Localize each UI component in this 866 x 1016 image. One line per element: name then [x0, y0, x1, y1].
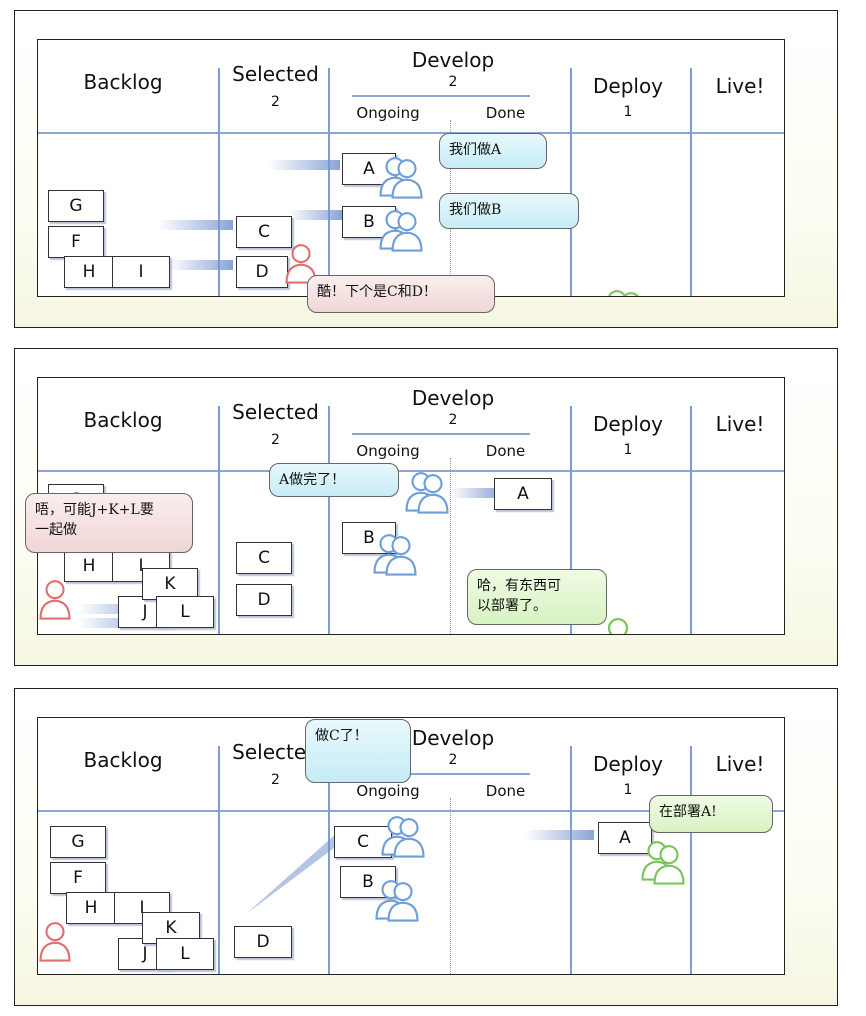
card-l[interactable]: L — [156, 938, 214, 970]
column-header-develop: Develop — [411, 386, 495, 410]
card-k[interactable]: K — [142, 568, 198, 600]
column-header-develop: Develop — [411, 48, 495, 72]
column-header-selected: Selected — [232, 62, 319, 86]
kanban-board: Backlog Selected 2 Develop 2 Ongoing Don… — [37, 717, 785, 975]
subcolumn-done: Done — [485, 104, 526, 122]
wip-limit-develop: 2 — [448, 412, 458, 428]
card-l[interactable]: L — [156, 596, 214, 628]
card-c[interactable]: C — [236, 542, 292, 574]
speech-bubble-operations: 在部署A! — [649, 795, 773, 833]
card-a[interactable]: A — [494, 478, 552, 510]
card-d[interactable]: D — [236, 584, 292, 616]
wip-limit-deploy: 1 — [623, 782, 633, 798]
card-c[interactable]: C — [236, 216, 292, 248]
card-g[interactable]: G — [50, 826, 106, 858]
wip-limit-deploy: 1 — [623, 104, 633, 120]
subcolumn-done: Done — [485, 442, 526, 460]
card-g[interactable]: G — [48, 190, 104, 222]
speech-bubble-dev-a: A做完了！ — [269, 463, 399, 497]
panel-1: Backlog Selected 2 Develop 2 Ongoing Don… — [14, 10, 838, 328]
developer-pair-icon — [379, 157, 423, 199]
column-header-develop: Develop — [411, 726, 495, 750]
wip-limit-deploy: 1 — [623, 442, 633, 458]
card-a[interactable]: A — [342, 153, 396, 185]
wip-limit-develop: 2 — [448, 752, 458, 768]
developer-pair-icon — [405, 471, 449, 514]
card-d[interactable]: D — [234, 926, 292, 958]
wip-limit-selected: 2 — [271, 94, 280, 110]
card-h[interactable]: H — [66, 892, 116, 924]
column-header-backlog: Backlog — [83, 408, 163, 432]
card-a[interactable]: A — [598, 822, 652, 854]
speech-bubble-product-owner: 酷！下个是C和D！ — [307, 275, 495, 313]
card-d[interactable]: D — [236, 256, 288, 288]
developer-pair-icon — [373, 534, 417, 576]
column-header-live: Live! — [715, 412, 765, 436]
column-header-selected: Selected — [232, 740, 319, 764]
column-header-live: Live! — [715, 74, 765, 98]
speech-bubble-dev-c: 做C了！ — [305, 719, 411, 783]
wip-limit-selected: 2 — [271, 432, 280, 448]
subcolumn-ongoing: Ongoing — [356, 782, 420, 800]
card-f[interactable]: F — [50, 862, 106, 894]
product-owner-icon — [39, 580, 71, 620]
developer-pair-icon — [381, 816, 425, 858]
operations-pair-icon — [601, 289, 647, 296]
speech-bubble-dev-b: 我们做B — [439, 193, 579, 229]
speech-bubble-dev-a: 我们做A — [439, 133, 547, 169]
subcolumn-done: Done — [485, 782, 526, 800]
column-header-deploy: Deploy — [592, 74, 664, 98]
column-header-deploy: Deploy — [592, 412, 664, 436]
column-header-backlog: Backlog — [83, 70, 163, 94]
operations-pair-icon — [641, 840, 685, 885]
panel-3: Backlog Selected 2 Develop 2 Ongoing Don… — [14, 688, 838, 1006]
developer-pair-icon — [375, 880, 419, 922]
wip-limit-selected: 2 — [271, 772, 280, 788]
subcolumn-ongoing: Ongoing — [356, 104, 420, 122]
developer-pair-icon — [379, 209, 423, 252]
card-h[interactable]: H — [64, 256, 114, 288]
wip-limit-develop: 2 — [448, 74, 458, 90]
column-header-selected: Selected — [232, 400, 319, 424]
card-f[interactable]: F — [48, 226, 104, 258]
column-header-backlog: Backlog — [83, 748, 163, 772]
panel-2: Backlog Selected 2 Develop 2 Ongoing Don… — [14, 348, 838, 666]
kanban-board: Backlog Selected 2 Develop 2 Ongoing Don… — [37, 39, 785, 297]
card-i[interactable]: I — [112, 256, 170, 288]
motion-streak — [246, 832, 342, 914]
column-header-deploy: Deploy — [592, 752, 664, 776]
column-header-live: Live! — [715, 752, 765, 776]
subcolumn-ongoing: Ongoing — [356, 442, 420, 460]
speech-bubble-product-owner: 唔，可能J+K+L要 一起做 — [25, 493, 193, 553]
speech-bubble-operations: 哈，有东西可 以部署了。 — [467, 569, 607, 625]
product-owner-icon — [39, 922, 71, 962]
